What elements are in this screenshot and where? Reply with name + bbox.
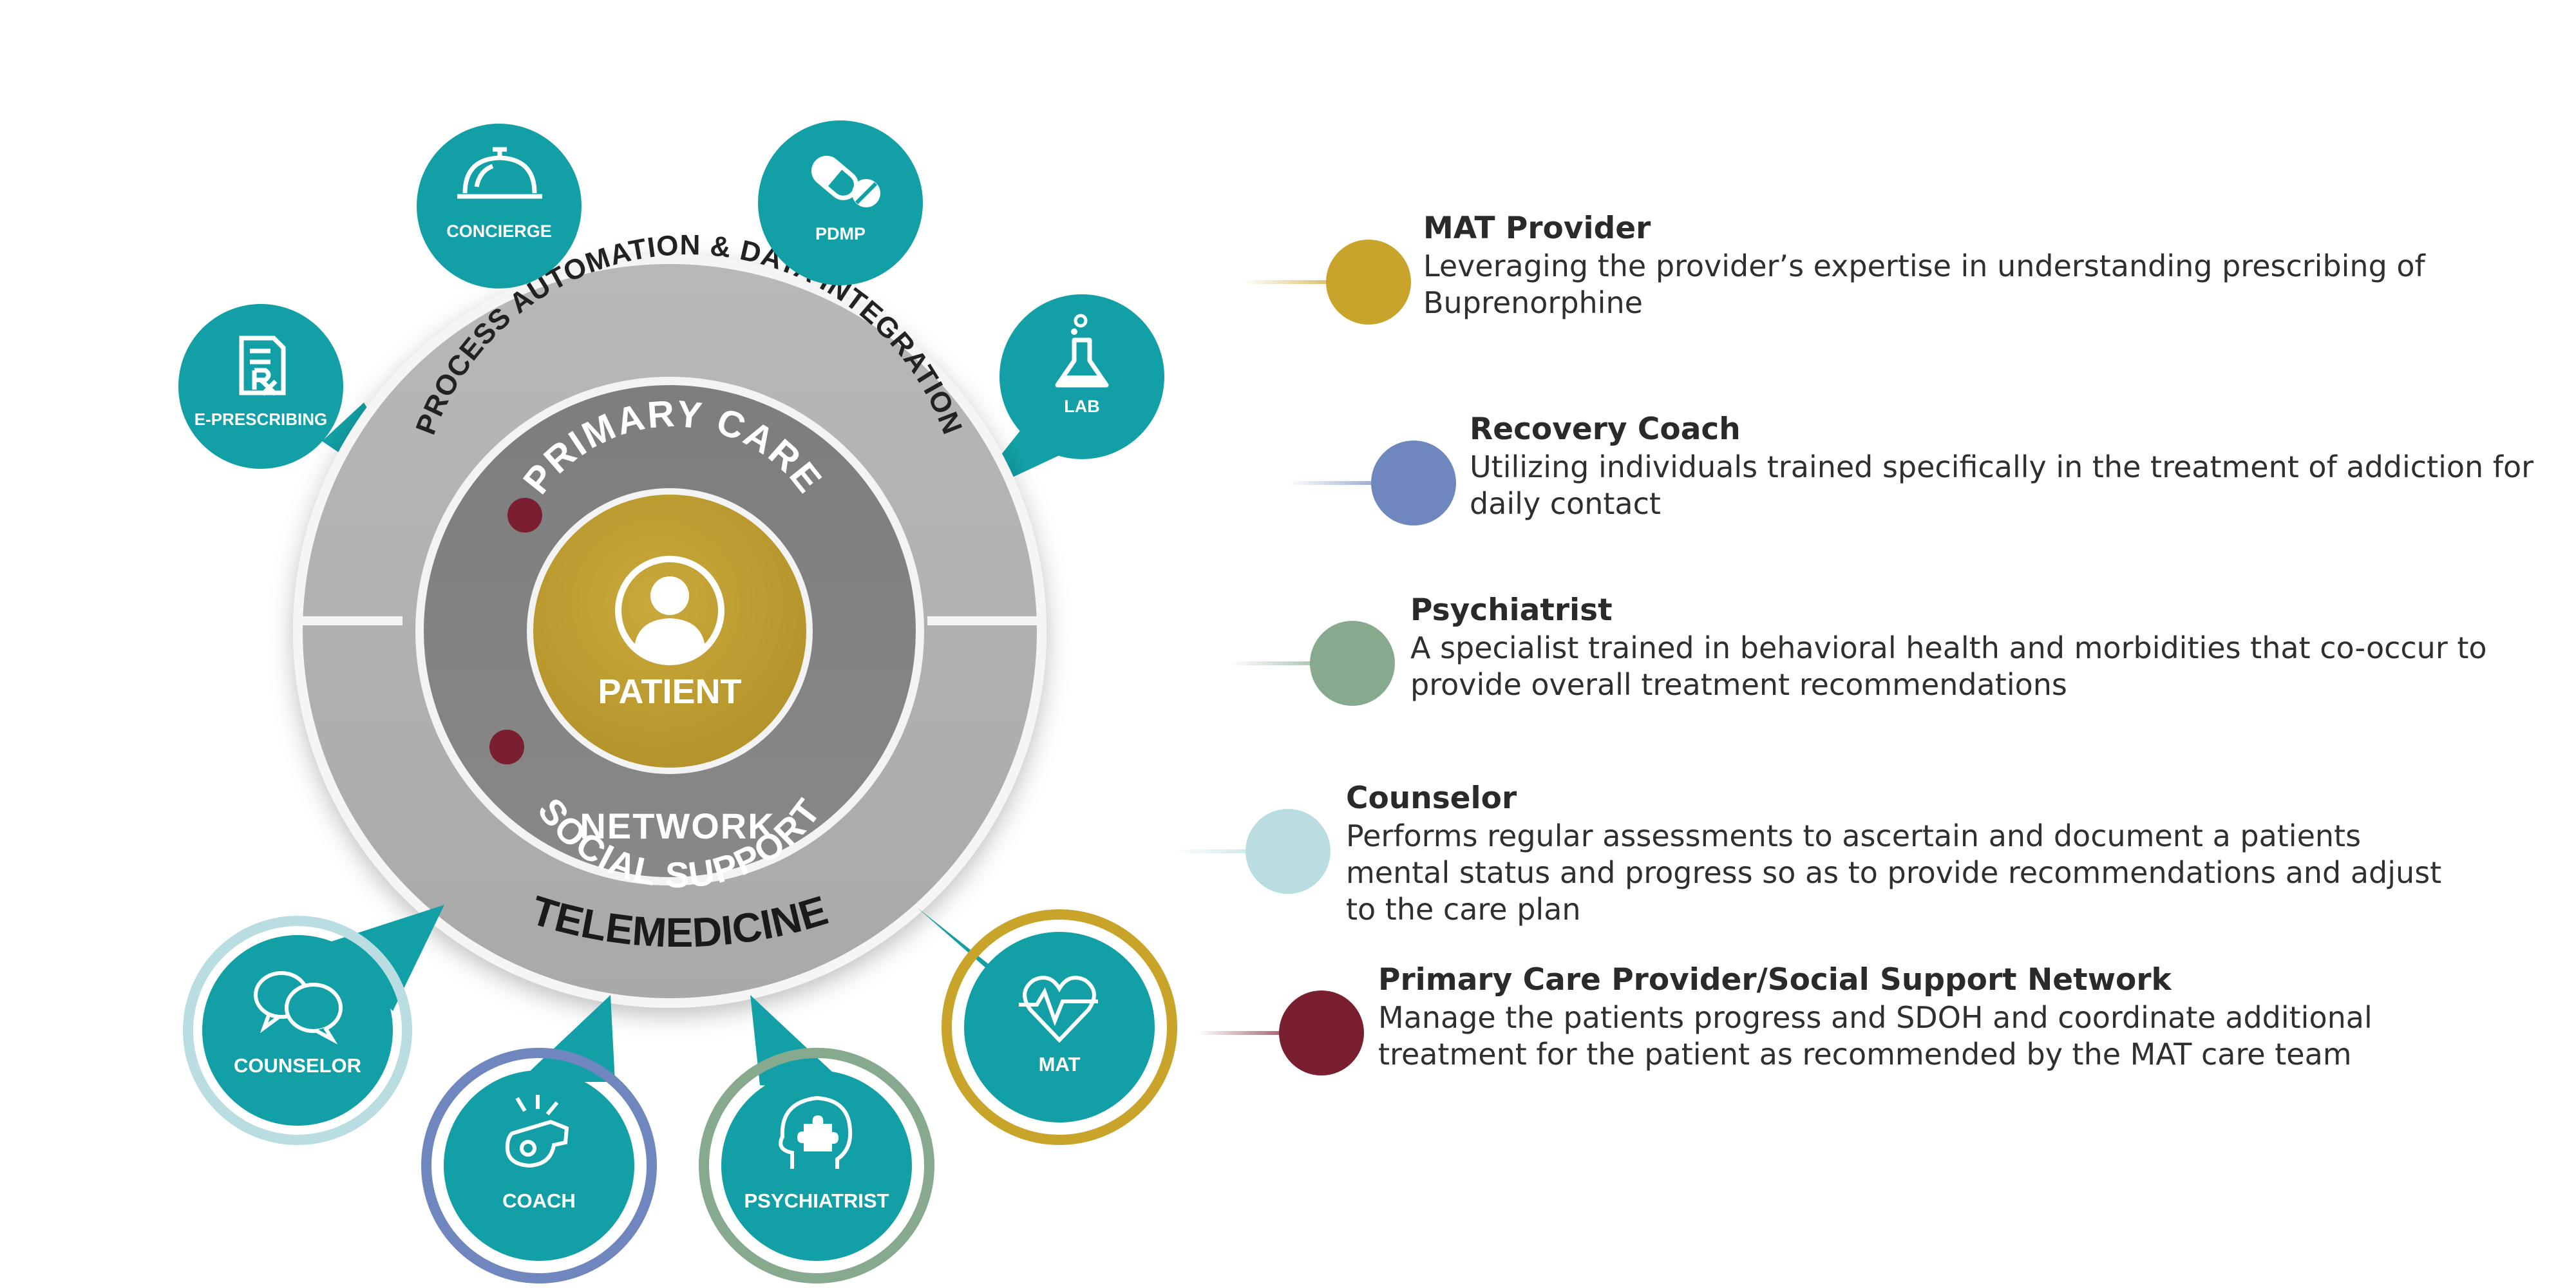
legend-color-dot: [1371, 440, 1456, 526]
team-mat: MAT: [942, 909, 1177, 1145]
concierge-bell-icon: [457, 147, 542, 199]
head-puzzle-icon: [779, 1095, 853, 1169]
service-pdmp: PDMP: [758, 120, 923, 285]
legend-item-recovery-coach: Recovery Coach Utilizing individuals tra…: [1470, 410, 2552, 522]
legend-color-dot: [1279, 990, 1364, 1075]
legend-title: Recovery Coach: [1470, 412, 1741, 447]
legend-item-counselor: Counselor Performs regular assessments t…: [1346, 779, 2454, 928]
ring-divider-left: [293, 616, 402, 625]
legend-title: Psychiatrist: [1410, 592, 1613, 628]
coach-label: COACH: [502, 1189, 576, 1212]
legend-lead-line: [1288, 481, 1414, 485]
service-e-prescribing: E-PRESCRIBING: [178, 304, 343, 469]
ring-divider-right: [927, 616, 1040, 625]
patient-core: PATIENT: [527, 488, 813, 774]
psychiatrist-label: PSYCHIATRIST: [744, 1189, 889, 1212]
connector-psychiatrist: [750, 995, 853, 1092]
counselor-ring: [183, 916, 412, 1145]
lab-label: LAB: [1064, 397, 1100, 416]
legend-description: Utilizing individuals trained specifical…: [1470, 450, 2534, 521]
legend-title: MAT Provider: [1423, 211, 1651, 246]
rx-document-icon: [239, 336, 286, 396]
legend-item-primary-care-provider: Primary Care Provider/Social Support Net…: [1378, 961, 2486, 1073]
counselor-label: COUNSELOR: [234, 1054, 361, 1077]
legend-markers: [1172, 240, 1456, 1075]
pdmp-label: PDMP: [815, 224, 866, 243]
mat-label: MAT: [1039, 1053, 1081, 1075]
coach-ring: [421, 1048, 657, 1283]
legend-lead-line: [1230, 661, 1352, 665]
legend-item-mat-provider: MAT Provider Leveraging the provider’s e…: [1423, 209, 2518, 321]
team-psychiatrist: PSYCHIATRIST: [699, 1048, 934, 1283]
patient-label: PATIENT: [598, 672, 742, 711]
primary-care-dot: [507, 498, 542, 533]
legend-lead-line: [1198, 1031, 1321, 1035]
heart-pulse-icon: [1019, 976, 1098, 1043]
legend-color-dot: [1245, 809, 1331, 894]
pill-capsule-icon: [811, 155, 880, 207]
legend-description: Performs regular assessments to ascertai…: [1346, 819, 2442, 927]
team-coach: COACH: [421, 1048, 657, 1283]
legend-title: Primary Care Provider/Social Support Net…: [1378, 962, 2172, 998]
service-concierge: CONCIERGE: [417, 124, 582, 289]
chat-bubbles-icon: [254, 971, 343, 1045]
legend-description: A specialist trained in behavioral healt…: [1410, 630, 2487, 702]
service-lab: LAB: [999, 294, 1164, 459]
flask-icon: [1055, 314, 1109, 388]
legend-title: Counselor: [1346, 781, 1517, 816]
concierge-label: CONCIERGE: [446, 222, 552, 241]
e-prescribing-label: E-PRESCRIBING: [194, 410, 328, 429]
legend-color-dot: [1310, 621, 1395, 706]
team-counselor: COUNSELOR: [183, 916, 412, 1145]
mat-ring: [942, 909, 1177, 1145]
legend-lead-line: [1243, 280, 1368, 284]
legend-color-dot: [1326, 240, 1411, 325]
psychiatrist-ring: [699, 1048, 934, 1283]
legend-lead-line: [1172, 849, 1288, 853]
social-support-dot: [489, 730, 524, 764]
legend-description: Leveraging the provider’s expertise in u…: [1423, 249, 2425, 320]
person-icon: [615, 556, 724, 665]
network-label: NETWORK: [580, 806, 775, 846]
whistle-icon: [505, 1095, 569, 1168]
legend-item-psychiatrist: Psychiatrist A specialist trained in beh…: [1410, 591, 2505, 703]
legend-description: Manage the patients progress and SDOH an…: [1378, 1000, 2372, 1072]
